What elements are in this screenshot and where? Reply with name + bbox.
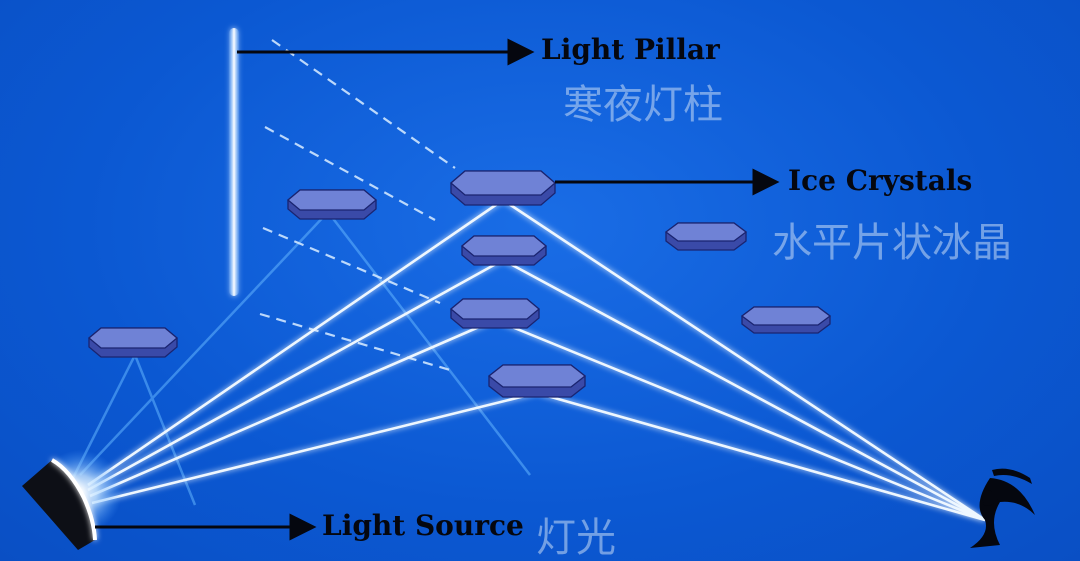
hexagonal-ice-crystal-icon [87, 327, 179, 358]
dashed-line [262, 226, 441, 305]
ray-to-crystal-3 [89, 318, 496, 498]
ray-to-eye-1 [502, 198, 986, 522]
ice-crystals-chinese-label: 水平片状冰晶 [772, 220, 1012, 266]
dashed-projection-lines [259, 39, 456, 372]
ray-to-crystal-2 [87, 258, 504, 492]
hexagonal-ice-crystal-icon [460, 235, 548, 266]
ice-crystals [87, 170, 832, 398]
ice-crystals-label: Ice Crystals [788, 164, 973, 197]
ray-to-crystal-1 [87, 198, 504, 487]
light-pillar-beam [229, 28, 239, 296]
light-source-label: Light Source [322, 509, 524, 542]
bright-rays-out [494, 198, 986, 522]
lamp-body [22, 460, 95, 550]
dashed-line [271, 39, 456, 169]
light-source-lamp-icon [22, 450, 122, 550]
faint-ray [133, 354, 197, 506]
hexagonal-ice-crystal-icon [664, 222, 748, 251]
faint-ray [327, 211, 531, 476]
light-pillar [229, 28, 239, 296]
dashed-line [264, 126, 436, 221]
hexagonal-ice-crystal-icon [286, 189, 378, 220]
ray-to-eye-2 [502, 258, 986, 522]
hexagonal-ice-crystal-icon [449, 298, 541, 329]
hexagonal-ice-crystal-icon [450, 170, 556, 206]
bright-rays-in [87, 198, 538, 505]
light-source-chinese-label: 灯光 [536, 515, 616, 561]
eye-icon [970, 468, 1035, 548]
faint-ray [79, 211, 329, 476]
ray-to-eye-3 [494, 318, 986, 522]
lamp-lens [50, 458, 97, 541]
light-pillar-label: Light Pillar [541, 33, 720, 66]
light-pillar-chinese-label: 寒夜灯柱 [563, 82, 723, 128]
annotation-arrows [95, 38, 780, 541]
ray-to-eye-4 [536, 391, 986, 522]
hexagonal-ice-crystal-icon [487, 364, 587, 398]
hexagonal-ice-crystal-icon [740, 306, 832, 334]
ray-to-crystal-4 [91, 391, 538, 505]
